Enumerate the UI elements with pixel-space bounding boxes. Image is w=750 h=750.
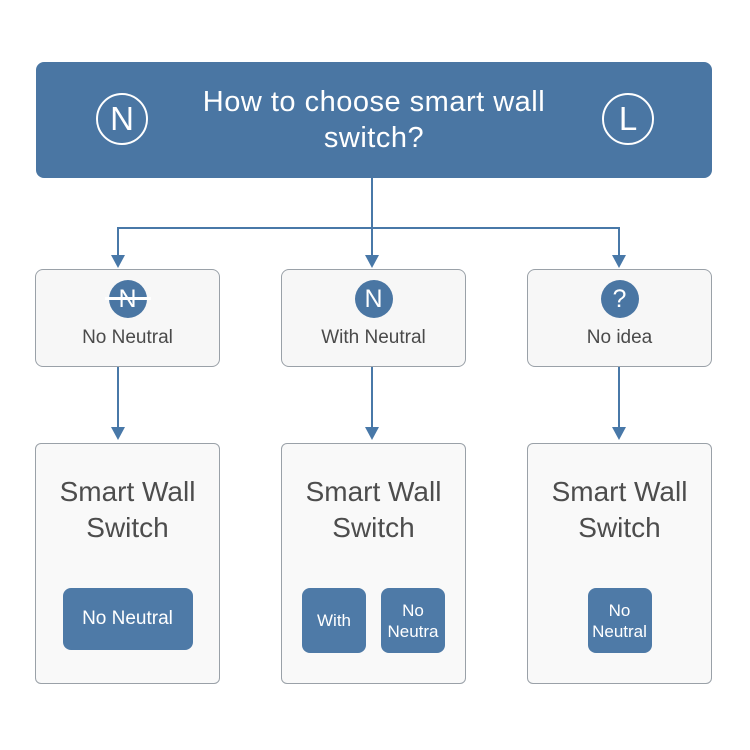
arrow-down-icon [612,255,626,268]
badge-no-neutral: No Neutral [62,588,193,650]
connector-left-down [117,367,119,427]
result-box-no-neutral: Smart Wall Switch No Neutral [35,443,220,684]
arrow-down-icon [612,427,626,440]
result-box-with-neutral: Smart Wall Switch With No Neutra [281,443,466,684]
live-wire-letter: L [618,100,638,137]
badge-label: No [608,600,631,620]
badge-row: No Neutral [528,588,711,653]
connector-stub-right [618,228,620,255]
result-title: Smart Wall Switch [551,476,688,543]
header-banner: N How to choose smart wall switch? L [36,62,712,178]
page-title: How to choose smart wall switch? [202,86,546,154]
connector-trunk [371,178,373,228]
badge-label: No [402,600,424,620]
connector-center-down [371,367,373,427]
option-box-with-neutral: N With Neutral [281,269,466,367]
with-neutral-icon-letter: N [364,284,383,313]
neutral-wire-letter: N [110,100,134,137]
badge-row: With No Neutra [282,588,465,653]
option-label: No Neutral [82,327,173,348]
connector-stub-left [117,228,119,255]
badge-label: Neutra [387,621,439,641]
connector-stub-center [371,228,373,255]
result-title: Smart Wall Switch [59,476,196,543]
badge-no-neutra: No Neutra [381,588,445,653]
badge-no-neutral: No Neutral [587,588,652,653]
option-label: With Neutral [321,327,426,348]
result-title: Smart Wall Switch [305,476,442,543]
connector-crossbar [117,227,620,229]
option-label: No idea [586,327,653,348]
result-box-no-idea: Smart Wall Switch No Neutral [527,443,712,684]
strikethrough-line [104,297,151,300]
badge-label: With [317,611,351,630]
question-icon-glyph: ? [612,284,627,313]
badge-row: No Neutral [36,588,219,650]
badge-label: Neutral [592,621,647,641]
connector-right-down [618,367,620,427]
question-icon: ? [600,280,639,318]
arrow-down-icon [111,255,125,268]
live-wire-icon: L [602,93,654,145]
option-box-no-neutral: N No Neutral [35,269,220,367]
badge-label: No Neutral [82,608,173,629]
neutral-wire-icon: N [96,93,148,145]
arrow-down-icon [111,427,125,440]
arrow-down-icon [365,255,379,268]
badge-with: With [302,588,366,653]
with-neutral-icon: N [354,280,393,318]
arrow-down-icon [365,427,379,440]
no-neutral-icon: N [104,280,151,318]
option-box-no-idea: ? No idea [527,269,712,367]
